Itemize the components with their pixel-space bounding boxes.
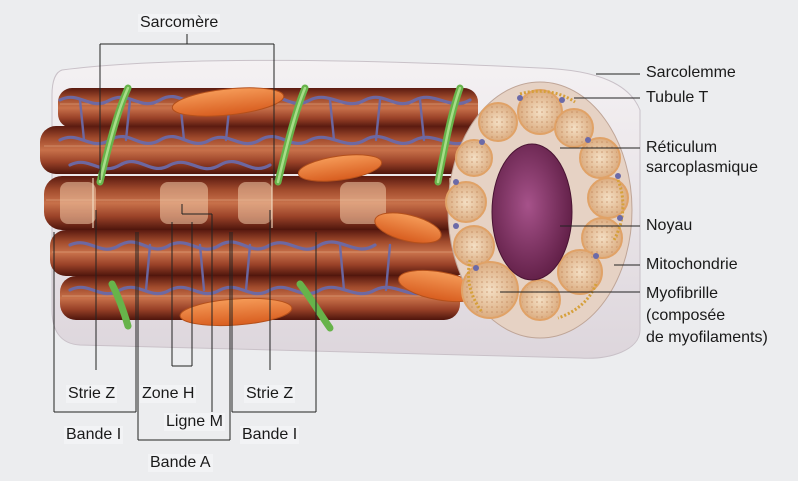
- label-myofibrille-line1: Myofibrille: [646, 285, 718, 303]
- label-bande-a: Bande A: [148, 454, 213, 472]
- label-noyau: Noyau: [646, 217, 692, 235]
- label-strie-z-left: Strie Z: [66, 385, 117, 403]
- label-bande-i-right: Bande I: [240, 426, 299, 444]
- label-tubule-t: Tubule T: [646, 89, 708, 107]
- label-myofibrille-line3: de myofilaments): [646, 329, 768, 347]
- label-strie-z-right: Strie Z: [244, 385, 295, 403]
- label-sarcomere: Sarcomère: [138, 14, 220, 32]
- label-myofibrille-line2: (composée: [646, 307, 725, 325]
- label-reticulum-line2: sarcoplasmique: [646, 159, 758, 177]
- label-zone-h: Zone H: [140, 385, 196, 403]
- fiber-cross-section: [446, 82, 632, 338]
- label-sarcolemme: Sarcolemme: [646, 64, 736, 82]
- nucleus: [492, 144, 572, 280]
- label-bande-i-left: Bande I: [64, 426, 123, 444]
- label-mitochondrie: Mitochondrie: [646, 256, 738, 274]
- label-reticulum-line1: Réticulum: [646, 139, 717, 157]
- label-ligne-m: Ligne M: [164, 413, 225, 431]
